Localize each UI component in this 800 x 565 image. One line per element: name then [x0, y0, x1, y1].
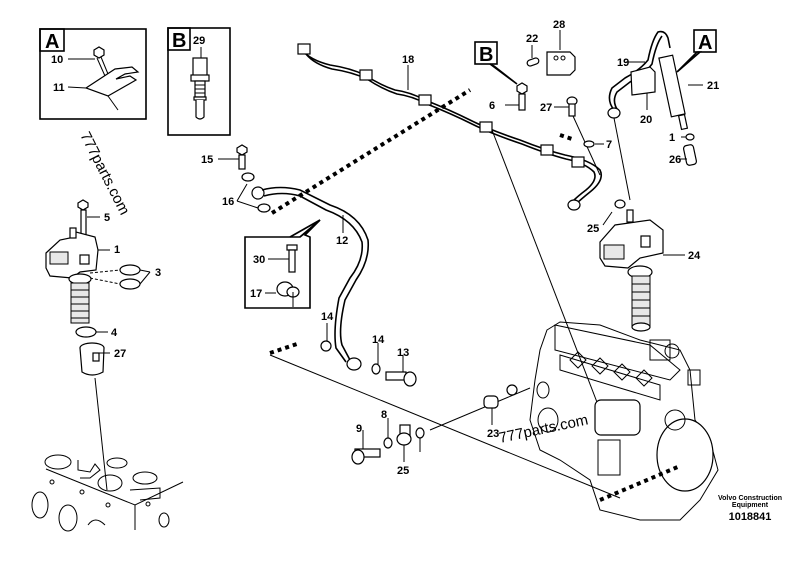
- fuel-rail-18: 18: [297, 43, 603, 411]
- callout-12: 12: [336, 235, 348, 247]
- unit-injector-left: 5 1 3 4 27: [45, 199, 161, 491]
- injector-pipe-6: 19 20: [607, 30, 671, 201]
- drawing-footer: Volvo Construction Equipment 1018841: [718, 495, 782, 523]
- drawing-number: 1018841: [729, 511, 772, 523]
- engine-assembly: [529, 321, 719, 521]
- sensor-part-29: [190, 57, 210, 120]
- fuel-line-12: 15 16 12: [201, 144, 370, 371]
- manufacturer-line-1: Volvo Construction: [718, 495, 782, 502]
- callout-15: 15: [201, 154, 213, 166]
- callout-3: 4: [111, 327, 118, 339]
- reference-marker-b: B: [474, 41, 518, 85]
- callout-8: 26: [669, 154, 681, 166]
- callout-2: 3: [155, 267, 161, 279]
- callout-26: 9: [356, 423, 362, 435]
- callout-5: 5: [104, 212, 110, 224]
- callout-23: 23: [487, 428, 499, 440]
- callout-24: 25: [397, 465, 409, 477]
- callout-16: 16: [222, 196, 234, 208]
- callout-27-bottom: 20: [640, 114, 652, 126]
- manufacturer-line-2: Equipment: [732, 502, 769, 509]
- dashed-leader: [559, 133, 576, 142]
- callout-1-left: 1: [114, 244, 120, 256]
- reference-marker-a-label: A: [698, 32, 712, 54]
- callout-11: 11: [53, 82, 65, 94]
- dashed-leader: [269, 341, 301, 355]
- detail-box-a: A 10 11: [39, 28, 147, 120]
- callout-1-right: 24: [688, 250, 701, 262]
- reference-marker-a: A: [676, 29, 717, 73]
- clamp-plate-part-11: [84, 66, 140, 111]
- detail-box-b-label: B: [172, 30, 186, 52]
- callout-30: 30: [253, 254, 265, 266]
- banjo-fitting-parts: 23 9 8 25: [351, 384, 531, 477]
- callout-25-a: 8: [381, 409, 387, 421]
- detail-box-a-label: A: [45, 31, 59, 53]
- callout-20: 7: [606, 139, 612, 151]
- cylinder-head-section: [31, 454, 184, 532]
- injector-7: 21 1 26: [658, 54, 719, 166]
- bolts-22-19-20: 6 27 7: [489, 82, 612, 176]
- callout-29: 29: [193, 35, 205, 47]
- bolt-part-10: [93, 46, 109, 77]
- callout-4: 27: [114, 348, 126, 360]
- callout-27-top: 28: [553, 19, 565, 31]
- callout-14-a: 14: [321, 311, 334, 323]
- callout-18: 18: [402, 54, 414, 66]
- callout-17: 17: [250, 288, 262, 300]
- callout-7: 21: [707, 80, 719, 92]
- detail-box-fitting: 30 17: [244, 219, 321, 309]
- callout-22: 6: [489, 100, 495, 112]
- callout-28: 22: [526, 33, 538, 45]
- reference-marker-b-label: B: [479, 44, 493, 66]
- callout-14-b: 14: [372, 334, 385, 346]
- clamp-27-pin-28: 28 22: [526, 19, 576, 76]
- detail-box-b: B 29: [167, 27, 231, 136]
- callout-21: 25: [587, 223, 599, 235]
- unit-injector-right: 25 24: [587, 199, 701, 332]
- callout-13: 13: [397, 347, 409, 359]
- watermark-text: 777parts.com: [497, 411, 589, 447]
- callout-19: 27: [540, 102, 552, 114]
- dashed-leader: [270, 88, 472, 215]
- callout-9: 1: [669, 132, 675, 144]
- washers-and-bolt-13: 14 14 13: [269, 311, 621, 499]
- callout-6: 19: [617, 57, 629, 69]
- callout-10: 10: [51, 54, 63, 66]
